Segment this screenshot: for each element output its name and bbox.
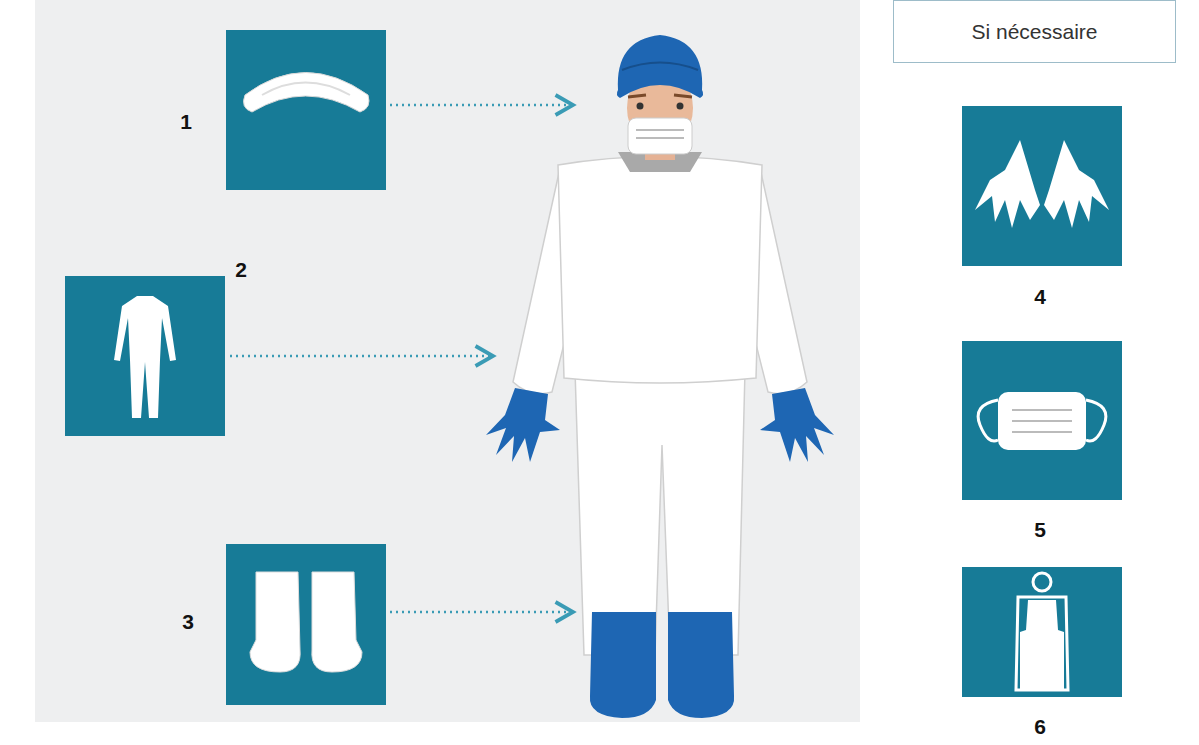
callout-number: 5	[1034, 518, 1046, 542]
boots-icon	[226, 544, 386, 705]
mask-icon	[962, 341, 1122, 500]
pointer-arrow	[230, 355, 493, 358]
callout-number: 3	[182, 610, 194, 634]
coverall-icon	[65, 276, 225, 436]
note-box: Si nécessaire	[893, 0, 1176, 63]
pointer-arrow	[390, 104, 573, 107]
person-figure	[486, 35, 834, 718]
background-panel	[35, 0, 860, 722]
callout-number: 1	[180, 110, 192, 134]
apron-icon	[962, 567, 1122, 697]
note-text: Si nécessaire	[971, 20, 1097, 44]
gloves-icon	[962, 106, 1122, 266]
cap-icon	[226, 30, 386, 190]
callout-number: 6	[1034, 715, 1046, 739]
pointer-arrow	[390, 611, 573, 614]
callout-number: 2	[235, 258, 247, 282]
callout-number: 4	[1034, 285, 1046, 309]
